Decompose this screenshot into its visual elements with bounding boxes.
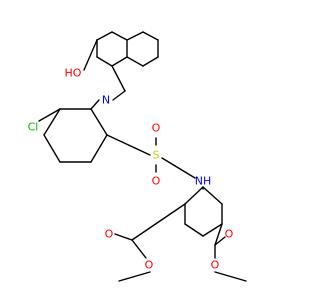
atom-o-c4: O bbox=[211, 259, 220, 272]
bond-line bbox=[111, 31, 128, 41]
atom-labels: HO N Cl S O O NH O O O O bbox=[28, 67, 234, 272]
bond-line bbox=[111, 65, 126, 92]
atom-o-s2: O bbox=[152, 175, 161, 188]
atom-s: S bbox=[153, 149, 160, 162]
bond-line bbox=[112, 90, 126, 101]
bond-line bbox=[96, 31, 113, 41]
bond-line bbox=[90, 99, 100, 110]
bond-line bbox=[118, 271, 151, 282]
atom-n1: N bbox=[102, 94, 110, 107]
bond-line bbox=[43, 108, 61, 136]
bond-line bbox=[184, 223, 204, 237]
atom-o-c1: O bbox=[105, 228, 114, 241]
bond-line bbox=[202, 186, 223, 205]
bond-line bbox=[142, 56, 159, 67]
bond-line bbox=[90, 108, 108, 136]
bond-line bbox=[111, 56, 128, 67]
molecule-diagram: HO N Cl S O O NH O O O O bbox=[28, 31, 247, 282]
bond-line bbox=[96, 56, 113, 67]
atom-o-s1: O bbox=[152, 122, 161, 135]
bond-line bbox=[214, 271, 247, 282]
bond-line bbox=[83, 39, 98, 71]
atom-oh: HO bbox=[65, 67, 82, 80]
atom-o-c3: O bbox=[225, 228, 234, 241]
bond-line bbox=[214, 223, 223, 246]
bond-line bbox=[114, 233, 133, 241]
bond-line bbox=[161, 157, 196, 179]
atom-nh: NH bbox=[195, 175, 212, 188]
bond-line bbox=[90, 134, 108, 163]
bond-line bbox=[202, 223, 223, 237]
bond-line bbox=[43, 134, 61, 163]
bond-line bbox=[126, 56, 144, 67]
bond-line bbox=[142, 31, 159, 41]
molecule-structure: HO N Cl S O O NH O O O O bbox=[28, 31, 247, 282]
bonds bbox=[38, 31, 247, 282]
bond-line bbox=[131, 239, 147, 259]
bond-line bbox=[184, 186, 204, 205]
bond-line bbox=[38, 108, 61, 122]
bond-line bbox=[214, 236, 226, 246]
bond-line bbox=[106, 134, 151, 156]
bond-line bbox=[131, 203, 186, 241]
atom-o-c2: O bbox=[145, 259, 154, 272]
atom-cl: Cl bbox=[28, 121, 39, 134]
bond-line bbox=[126, 31, 144, 41]
